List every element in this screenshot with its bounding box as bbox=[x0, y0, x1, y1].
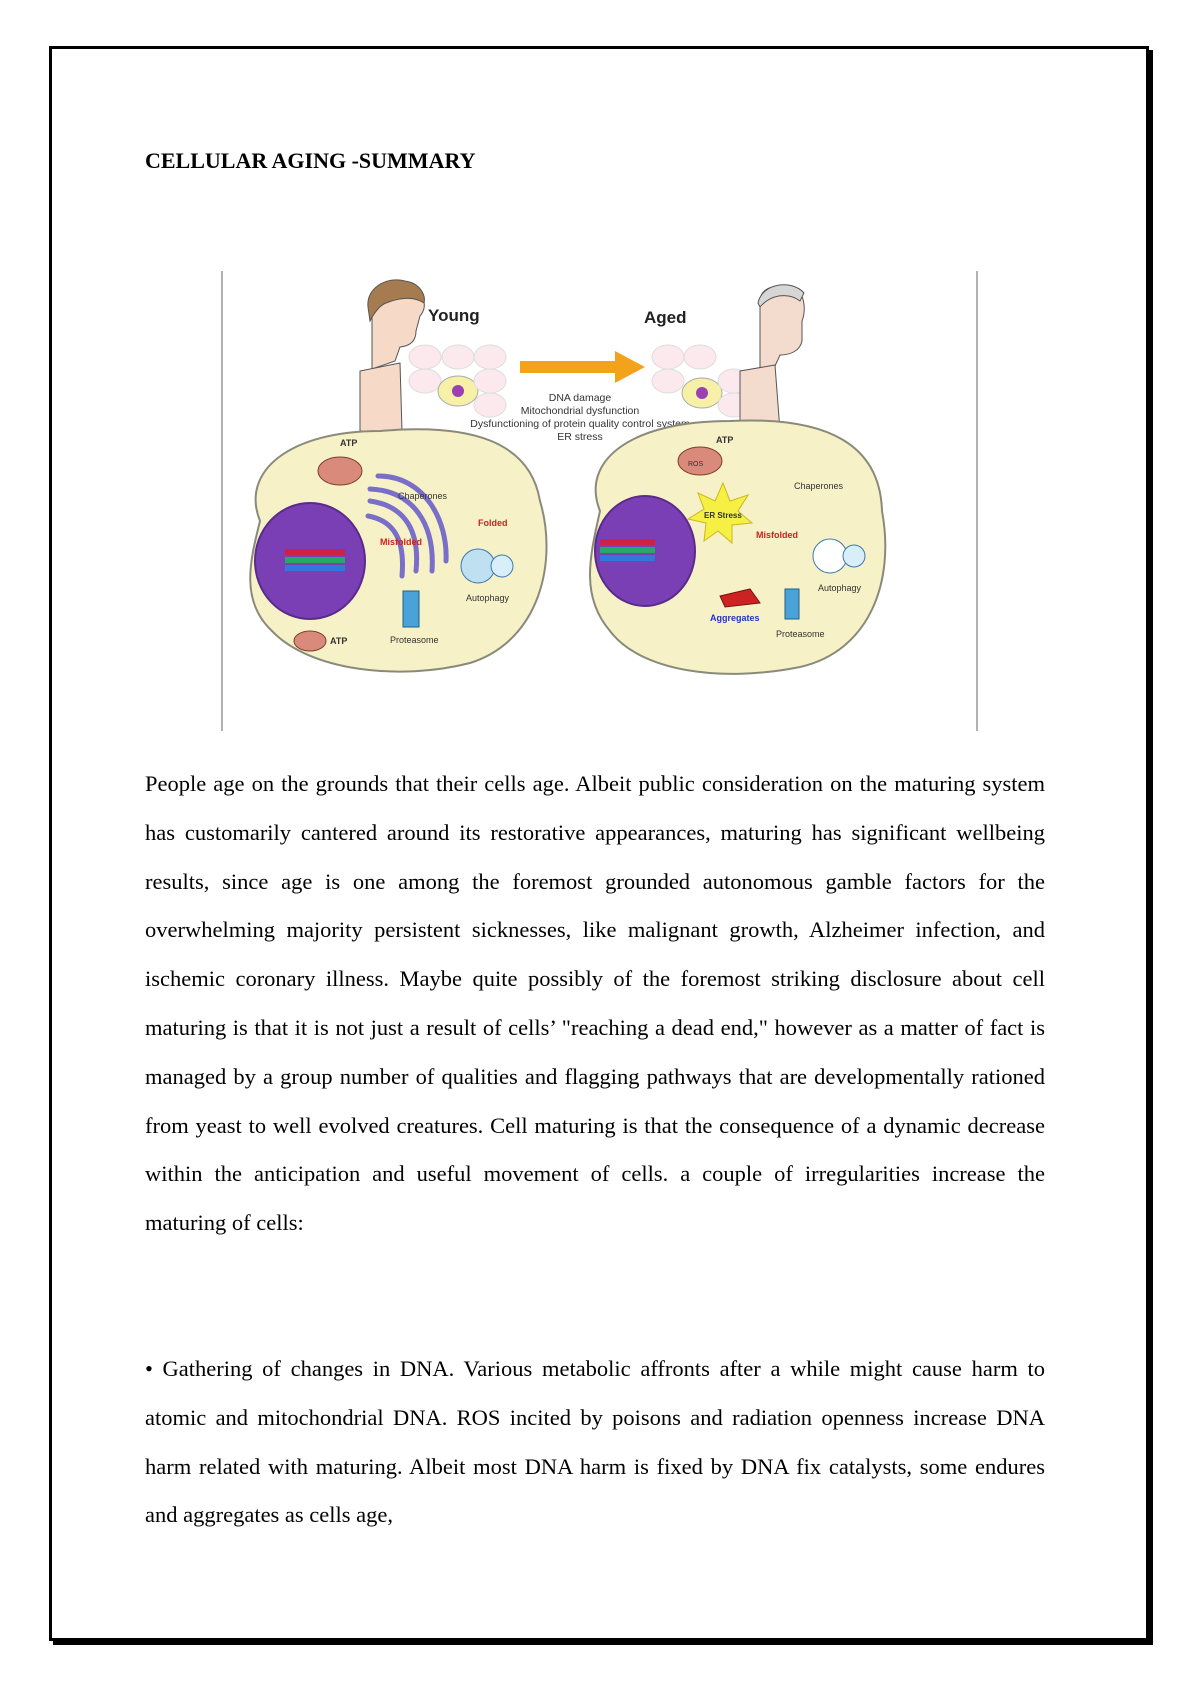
aged-mitochondrion bbox=[677, 446, 723, 476]
young-atp-top: ATP bbox=[340, 438, 357, 448]
aged-ros: ROS bbox=[688, 461, 704, 468]
aged-label: Aged bbox=[644, 308, 687, 327]
page-border bbox=[49, 46, 1149, 1641]
aged-proteasome: Proteasome bbox=[776, 629, 825, 639]
aged-autophagy: Autophagy bbox=[818, 583, 862, 593]
young-person-illustration bbox=[359, 279, 425, 432]
young-proteasome: Proteasome bbox=[390, 635, 439, 645]
aged-cell-diagram: ER Stress ATP ROS Chaperones Misfolded A… bbox=[589, 419, 887, 675]
bullet-dna-changes: • Gathering of changes in DNA. Various m… bbox=[145, 1356, 1045, 1528]
aged-misfolded: Misfolded bbox=[756, 530, 798, 540]
aged-tissue-cells bbox=[651, 344, 751, 418]
young-cell-diagram: ATP ATP Chaperones Folded Misfolded Auto… bbox=[249, 428, 548, 673]
aged-person-illustration bbox=[739, 284, 805, 432]
young-autophagy: Autophagy bbox=[466, 593, 510, 603]
young-golgi bbox=[365, 473, 449, 579]
aged-atp: ATP bbox=[716, 435, 733, 445]
aged-nucleus bbox=[594, 495, 696, 607]
aged-er-stress-burst bbox=[686, 481, 754, 545]
document-title: CELLULAR AGING -SUMMARY bbox=[145, 148, 476, 173]
aged-chaperones: Chaperones bbox=[794, 481, 844, 491]
young-atp-bottom: ATP bbox=[330, 636, 347, 646]
cause-er-stress: ER stress bbox=[557, 431, 603, 443]
aging-arrow bbox=[520, 351, 645, 383]
aged-aggregates: Aggregates bbox=[710, 613, 760, 623]
young-label: Young bbox=[428, 306, 480, 325]
young-folded: Folded bbox=[478, 518, 508, 528]
young-mitochondrion-top bbox=[317, 456, 363, 486]
young-tissue-cells bbox=[408, 344, 507, 418]
cellular-aging-figure: Young DNA damage Mitochondrial dysfuncti… bbox=[220, 271, 980, 731]
young-mitochondrion-bottom bbox=[293, 630, 327, 652]
cause-protein-quality: Dysfunctioning of protein quality contro… bbox=[470, 418, 690, 430]
aged-er-stress: ER Stress bbox=[704, 511, 742, 520]
young-nucleus bbox=[254, 502, 366, 620]
cause-mitochondrial-dysfunction: Mitochondrial dysfunction bbox=[521, 405, 640, 417]
cause-dna-damage: DNA damage bbox=[549, 392, 612, 404]
summary-paragraph: People age on the grounds that their cel… bbox=[145, 771, 1045, 1236]
young-misfolded: Misfolded bbox=[380, 537, 422, 547]
young-chaperones: Chaperones bbox=[398, 491, 448, 501]
